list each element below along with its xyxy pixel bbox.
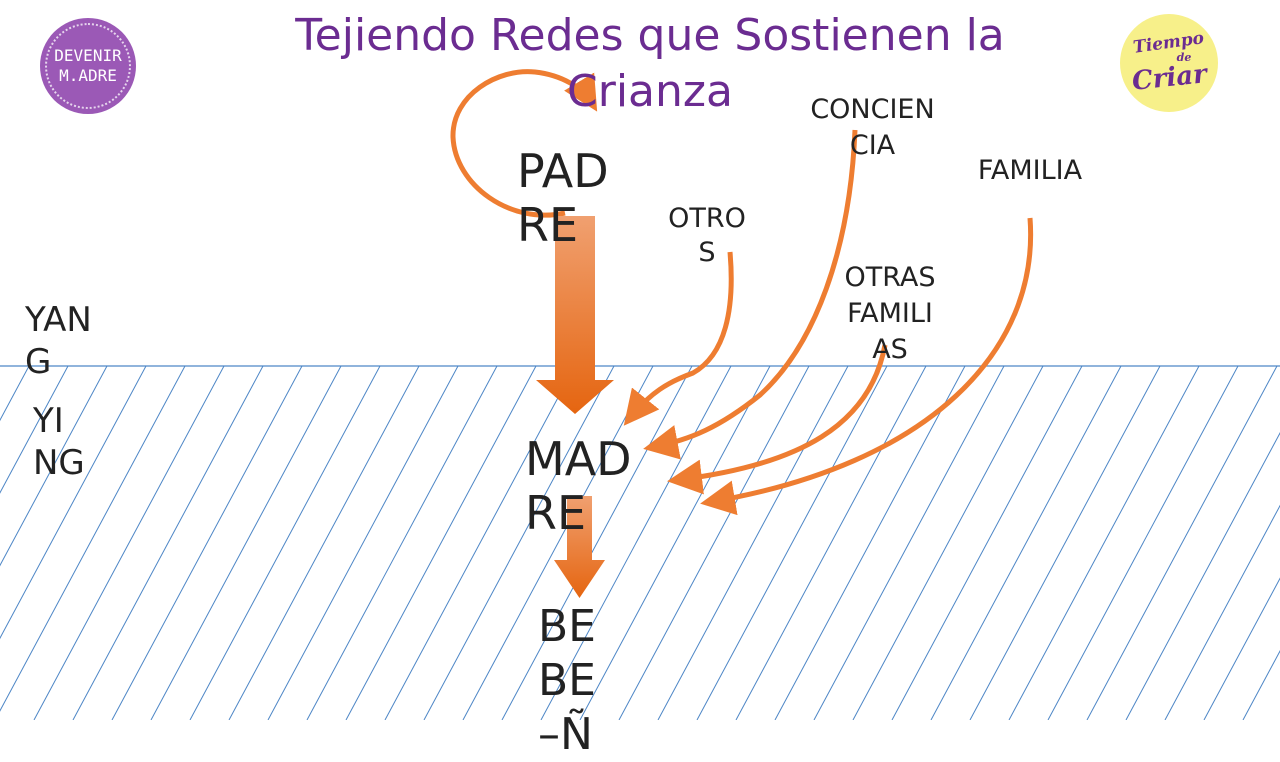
hatch-line-18 [501,366,693,720]
conciencia-to-madre-arrow [643,129,858,460]
hatch-line-15 [384,366,576,720]
hatch-line-13 [306,366,498,720]
hatch-line-21 [618,366,810,720]
hatch-line-31 [1008,366,1200,720]
logo-right-line2: de [1176,51,1192,64]
hatch-line-25 [774,366,966,720]
hatch-line-17 [462,366,654,720]
logo-right-line3: Criar [1130,59,1208,97]
hatch-line-6 [33,366,225,720]
padre-self-loop-arrow [450,69,598,218]
hatch-line-20 [579,366,771,720]
diagram-art [0,69,1280,720]
hatch-line-8 [111,366,303,720]
hatch-line-29 [930,366,1122,720]
hatch-line-14 [345,366,537,720]
devenir-madre-logo: DEVENIR M.ADRE [40,18,136,114]
hatch-line-28 [891,366,1083,720]
hatch-line-34 [1125,432,1280,720]
label-yang: YAN G [25,300,92,382]
padre-to-madre-block-arrow [536,216,614,414]
node-familia: FAMILIA [977,155,1083,186]
madre-to-bebe-block-arrow [554,496,605,598]
hatch-line-24 [735,366,927,720]
hatch-line-30 [969,366,1161,720]
hatch-line-11 [228,366,420,720]
node-otros: OTRO S [668,203,746,268]
hatch-line-23 [696,366,888,720]
diagram-canvas: Tejiendo Redes que Sostienen la Crianza … [0,10,1280,760]
otras-familias-to-madre-arrow [667,344,888,495]
hatch-line-16 [423,366,615,720]
hatch-line-33 [1086,366,1278,720]
logo-right-line1: Tiempo [1132,28,1206,58]
hatch-line-26 [813,366,1005,720]
hatch-line-9 [150,366,342,720]
ying-hatched-region [0,366,1280,720]
hatch-line-2 [0,366,69,494]
hatch-line-35 [1164,504,1280,720]
hatch-line-10 [189,366,381,720]
hatch-line-36 [1203,577,1280,720]
hatch-line-1 [0,366,30,422]
otros-to-madre-arrow [623,251,734,426]
hatch-line-27 [852,366,1044,720]
page-title: Tejiendo Redes que Sostienen la Crianza [295,10,1005,117]
node-bebe: BE BE –Ñ [538,601,596,760]
node-padre: PAD RE [517,144,609,252]
hatch-line-22 [657,366,849,720]
hatch-line-3 [0,366,108,567]
node-conciencia: CONCIEN CIA [810,94,935,161]
hatch-line-19 [540,366,732,720]
hatch-line-5 [0,366,186,712]
hatch-line-12 [267,366,459,720]
tiempo-de-criar-logo: Tiempo de Criar [1120,14,1218,112]
node-madre: MAD RE [525,432,632,540]
hatch-line-7 [72,366,264,720]
hatch-line-32 [1047,366,1239,720]
familia-to-madre-arrow [700,217,1034,516]
hatch-line-4 [0,366,147,640]
label-ying: YI NG [33,401,85,483]
hatch-line-37 [1242,650,1280,720]
node-otras-familias: OTRAS FAMILI AS [844,262,936,365]
